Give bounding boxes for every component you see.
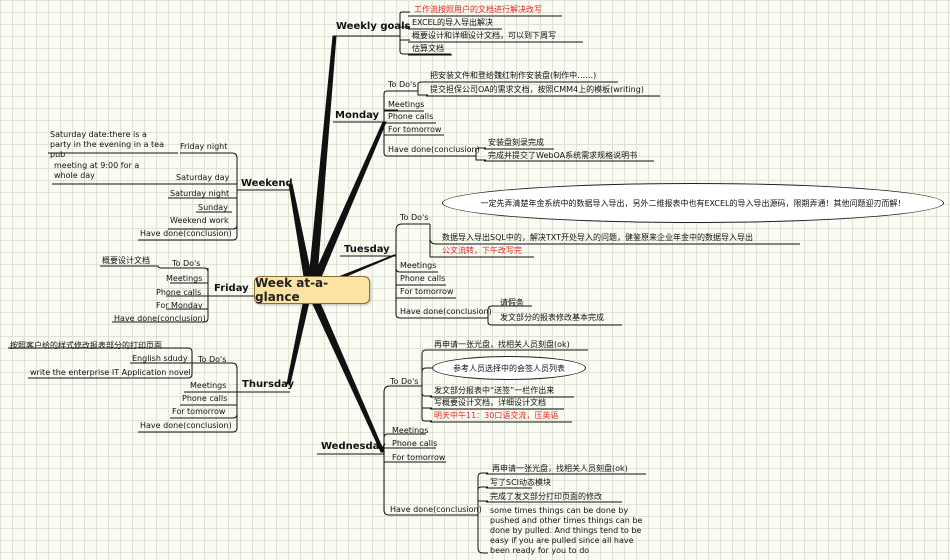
tuesday-todos[interactable]: To Do's	[400, 213, 429, 222]
wednesday-meetings[interactable]: Meetings	[392, 426, 429, 435]
tuesday-for-tomorrow[interactable]: For tomorrow	[400, 287, 454, 296]
wednesday-done-item[interactable]: 完成了发文部分打印页面的修改	[490, 492, 602, 501]
thursday-for-tomorrow[interactable]: For tomorrow	[172, 407, 226, 416]
wednesday-done-note: some times things can be done by pushed …	[490, 506, 643, 555]
tuesday-meetings[interactable]: Meetings	[400, 261, 437, 270]
tuesday-todo-bubble[interactable]: 一定先弄清楚年金系统中的数据导入导出，另外二维报表中也有EXCEL的导入导出源码…	[442, 183, 944, 223]
weekend-friday-night-note: Saturday date:there is a party in the ev…	[50, 130, 164, 159]
monday-have-done[interactable]: Have done(conclusion)	[388, 145, 480, 154]
weekend-saturday-night[interactable]: Saturday night	[170, 189, 230, 198]
wednesday-todo-item[interactable]: 明天中午11：30口语交流，压英语	[434, 411, 559, 420]
branch-weekend[interactable]: Weekend	[241, 178, 293, 189]
wednesday-phone-calls[interactable]: Phone calls	[392, 439, 438, 448]
tuesday-done-item[interactable]: 请假条	[500, 298, 524, 307]
monday-phone-calls[interactable]: Phone calls	[388, 112, 434, 121]
tuesday-todo-item[interactable]: 数据导入导出SQL中的，解决TXT开处导入的问题，健鉴原来企业年金中的数据导入导…	[442, 233, 753, 242]
monday-done-item[interactable]: 安装盘刻录完成	[488, 138, 544, 147]
weekend-friday-night[interactable]: Friday night	[180, 142, 228, 151]
weekend-sunday[interactable]: Sunday	[198, 203, 228, 212]
wednesday-have-done[interactable]: Have done(conclusion)	[390, 505, 482, 514]
monday-done-item[interactable]: 完成并提交了WebOA系统需求规格说明书	[488, 151, 638, 160]
thursday-have-done[interactable]: Have done(conclusion)	[140, 421, 232, 430]
thursday-enterprise-novel[interactable]: write the enterprise IT Application nove…	[30, 368, 191, 377]
weekly-goal-item[interactable]: 概要设计和详细设计文档，可以到下周写	[412, 31, 556, 40]
branch-thursday[interactable]: Thursday	[242, 379, 295, 390]
friday-for-monday[interactable]: For Monday	[156, 301, 203, 310]
branch-friday[interactable]: Friday	[214, 283, 249, 294]
weekend-work[interactable]: Weekend work	[170, 216, 229, 225]
wednesday-done-item[interactable]: 写了SCI动态模块	[490, 478, 552, 487]
friday-meetings[interactable]: Meetings	[166, 274, 203, 283]
weekly-goal-item[interactable]: 估算文档	[412, 44, 444, 53]
thursday-top-note: 按照客户给的样式修改报表部分的打印页面	[10, 341, 162, 350]
tuesday-done-item[interactable]: 发文部分的报表修改基本完成	[500, 313, 604, 322]
monday-todo-item[interactable]: 提交担保公司OA的需求文档，按照CMM4上的模板(writing)	[430, 85, 644, 94]
weekend-saturday-day[interactable]: Saturday day	[176, 173, 230, 182]
branch-tuesday[interactable]: Tuesday	[344, 244, 390, 255]
weekend-have-done[interactable]: Have done(conclusion)	[140, 229, 232, 238]
wednesday-todos[interactable]: To Do's	[390, 377, 419, 386]
wednesday-todo-bubble-text: 参考人员选择中的会签人员列表	[453, 363, 565, 373]
wednesday-todo-item[interactable]: 再申请一张光盘，找相关人员刻盘(ok)	[434, 340, 570, 349]
thursday-phone-calls[interactable]: Phone calls	[182, 394, 228, 403]
weekend-saturday-day-note: meeting at 9:00 for a whole day	[54, 161, 140, 180]
weekly-goal-item[interactable]: EXCEL的导入导出解决	[412, 18, 494, 27]
thursday-english-study[interactable]: English sdudy	[132, 354, 188, 363]
branch-weekly-goals[interactable]: Weekly goals	[336, 21, 411, 32]
friday-phone-calls[interactable]: Phone calls	[156, 288, 202, 297]
tuesday-todo-bubble-text: 一定先弄清楚年金系统中的数据导入导出，另外二维报表中也有EXCEL的导入导出源码…	[480, 198, 906, 208]
friday-todos[interactable]: To Do's	[172, 259, 201, 268]
wednesday-todo-bubble[interactable]: 参考人员选择中的会签人员列表	[432, 356, 586, 380]
branch-monday[interactable]: Monday	[335, 110, 380, 121]
tuesday-todo-item[interactable]: 公文流转，下午改写完	[442, 246, 522, 255]
friday-todo-note: 概要设计文档	[102, 256, 150, 265]
central-topic[interactable]: Week at-a-glance	[254, 276, 370, 304]
branch-wednesday[interactable]: Wednesday	[321, 441, 386, 452]
monday-meetings[interactable]: Meetings	[388, 100, 425, 109]
wednesday-done-item[interactable]: 再申请一张光盘，找相关人员刻盘(ok)	[492, 464, 628, 473]
thursday-todos[interactable]: To Do's	[198, 355, 227, 364]
monday-for-tomorrow[interactable]: For tomorrow	[388, 125, 442, 134]
friday-have-done[interactable]: Have done(conclusion)	[114, 314, 206, 323]
monday-todos[interactable]: To Do's	[388, 80, 417, 89]
weekly-goal-item[interactable]: 工作流按照用户的文档进行解决改写	[414, 5, 542, 14]
monday-todo-item[interactable]: 把安装文件和登给魏红制作安装盘(制作中……)	[430, 71, 597, 80]
thursday-meetings[interactable]: Meetings	[190, 381, 227, 390]
wednesday-todo-item[interactable]: 写概要设计文档，详细设计文档	[434, 398, 546, 407]
tuesday-phone-calls[interactable]: Phone calls	[400, 274, 446, 283]
wednesday-for-tomorrow[interactable]: For tomorrow	[392, 453, 446, 462]
wednesday-todo-item[interactable]: 发文部分报表中“送签”一栏作出来	[434, 386, 555, 395]
tuesday-have-done[interactable]: Have done(conclusion)	[400, 307, 492, 316]
